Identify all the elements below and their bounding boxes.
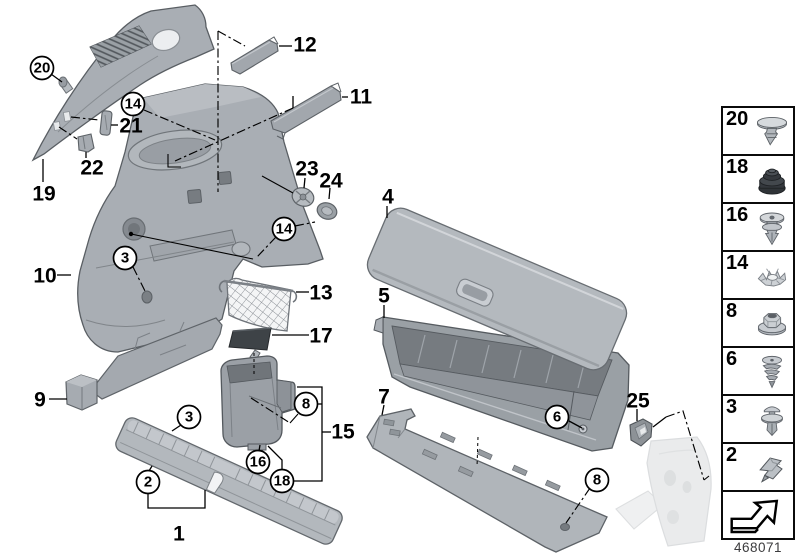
part-17-rubber-mat [228, 327, 272, 351]
fastener-legend: 20 18 16 [721, 106, 795, 540]
legend-item-20[interactable]: 20 [721, 106, 795, 156]
legend-label-20: 20 [726, 108, 749, 130]
part-11-trim-strip [270, 82, 342, 140]
callout-labels: 12 11 21 22 19 10 23 24 4 5 13 17 9 7 15… [29, 34, 650, 546]
callout-23[interactable]: 23 [295, 158, 318, 181]
part-15-storage-box [220, 349, 296, 451]
svg-text:8: 8 [593, 472, 601, 489]
legend-label-16: 16 [726, 204, 749, 226]
legend-label-3: 3 [726, 396, 738, 418]
svg-text:20: 20 [34, 60, 51, 77]
callout-8a-circled[interactable]: 8 [293, 391, 319, 417]
trim-clip-icon [759, 212, 785, 246]
legend-item-16[interactable]: 16 [721, 202, 795, 252]
svg-text:2: 2 [144, 474, 152, 491]
callout-3a-circled[interactable]: 3 [112, 245, 138, 271]
part-1-sill-strip [115, 417, 343, 545]
callout-3b-circled[interactable]: 3 [176, 404, 202, 430]
figure-number: 468071 [733, 540, 783, 555]
part-24-cap [316, 202, 338, 220]
svg-text:6: 6 [553, 409, 561, 426]
legend-label-2: 2 [726, 444, 738, 466]
legend-item-18[interactable]: 18 [721, 154, 795, 204]
part-7-floor-panel [366, 408, 608, 553]
expanding-rivet-icon [761, 406, 783, 437]
callout-17[interactable]: 17 [309, 325, 332, 348]
callout-4[interactable]: 4 [382, 186, 394, 209]
svg-text:3: 3 [185, 409, 193, 426]
callout-6-circled[interactable]: 6 [544, 404, 570, 430]
legend-item-14[interactable]: 14 [721, 250, 795, 300]
callout-20-circled[interactable]: 20 [29, 55, 55, 81]
svg-text:14: 14 [276, 221, 293, 238]
part-9-foam-insert [65, 317, 223, 411]
sheet-metal-clip-icon [759, 457, 783, 483]
legend-item-2[interactable]: 2 [721, 442, 795, 492]
screw-rivet-icon [757, 117, 787, 146]
callout-13[interactable]: 13 [309, 282, 332, 305]
legend-label-14: 14 [726, 252, 749, 274]
callout-9[interactable]: 9 [34, 389, 46, 412]
callout-11[interactable]: 11 [350, 86, 373, 109]
callout-19[interactable]: 19 [32, 183, 55, 206]
callout-25[interactable]: 25 [626, 390, 650, 413]
callout-8b-circled[interactable]: 8 [584, 467, 610, 493]
rivet-20-location [58, 76, 68, 88]
continuation-arrow-icon [730, 499, 779, 534]
part-13-luggage-net [218, 277, 298, 332]
legend-item-8[interactable]: 8 [721, 298, 795, 348]
part-10-side-trim-panel [76, 83, 324, 353]
svg-text:14: 14 [125, 96, 142, 113]
callout-7[interactable]: 7 [378, 386, 390, 409]
callout-5[interactable]: 5 [378, 285, 390, 308]
callout-1[interactable]: 1 [173, 523, 185, 546]
callout-12[interactable]: 12 [293, 34, 316, 57]
part-25-bracket [629, 418, 653, 447]
callout-14a-circled[interactable]: 14 [120, 91, 146, 117]
callout-22[interactable]: 22 [80, 157, 103, 180]
screw-hole-8 [560, 523, 570, 531]
svg-text:3: 3 [121, 250, 129, 267]
svg-text:16: 16 [250, 454, 267, 471]
legend-item-3[interactable]: 3 [721, 394, 795, 444]
svg-text:18: 18 [274, 473, 291, 490]
legend-continuation[interactable] [721, 490, 795, 540]
star-lock-washer-icon [757, 268, 787, 287]
flange-nut-icon [757, 313, 787, 336]
leader-lines [42, 30, 710, 524]
callout-15[interactable]: 15 [331, 421, 355, 444]
part-4-floor-cover [366, 207, 628, 371]
callout-16-circled[interactable]: 16 [245, 449, 271, 475]
part-21-cover [99, 110, 113, 136]
svg-text:8: 8 [302, 396, 310, 413]
legend-label-18: 18 [726, 156, 749, 178]
callout-2-circled[interactable]: 2 [135, 469, 161, 495]
expanding-screw-icon [762, 355, 782, 389]
callout-18-circled[interactable]: 18 [269, 468, 295, 494]
callout-24[interactable]: 24 [319, 170, 343, 193]
grommet-plug-icon [758, 168, 786, 195]
legend-item-6[interactable]: 6 [721, 346, 795, 396]
callout-14b-circled[interactable]: 14 [271, 216, 297, 242]
legend-label-8: 8 [726, 300, 738, 322]
callout-10[interactable]: 10 [33, 265, 56, 288]
part-12-trim-strip [230, 36, 279, 75]
legend-label-6: 6 [726, 348, 738, 370]
part-22-bracket [77, 133, 95, 153]
callout-21[interactable]: 21 [119, 115, 143, 138]
adjacent-pillar-trim-ghost [615, 436, 712, 547]
part-19-upper-trim-panel [31, 4, 215, 162]
